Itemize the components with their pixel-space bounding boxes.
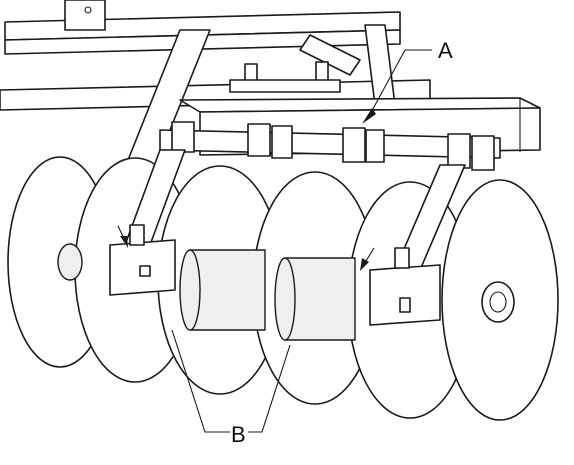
top-bolts (229, 61, 341, 93)
callout-a: A (438, 38, 453, 63)
bearing-brackets (57, 149, 515, 326)
clamp-bar (159, 121, 501, 171)
callout-b: B (231, 422, 246, 447)
spacer-spools (179, 249, 356, 341)
leader-lines (117, 49, 432, 433)
